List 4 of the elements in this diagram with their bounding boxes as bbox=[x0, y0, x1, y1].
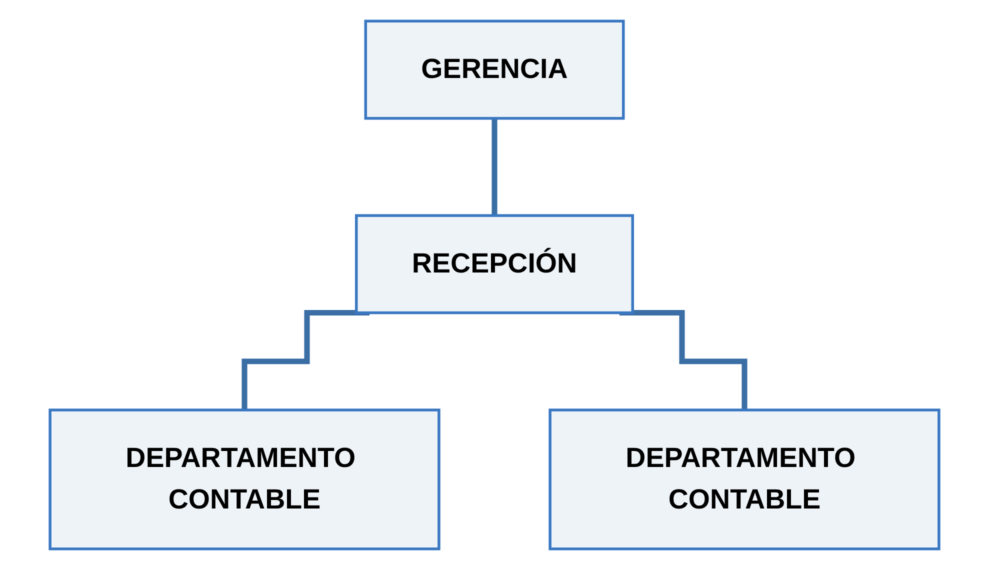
node-box: GERENCIA bbox=[364, 20, 625, 120]
node-box: RECEPCIÓN bbox=[354, 214, 634, 314]
node-box: DEPARTAMENTO CONTABLE bbox=[548, 408, 940, 550]
node-box: DEPARTAMENTO CONTABLE bbox=[48, 408, 440, 550]
